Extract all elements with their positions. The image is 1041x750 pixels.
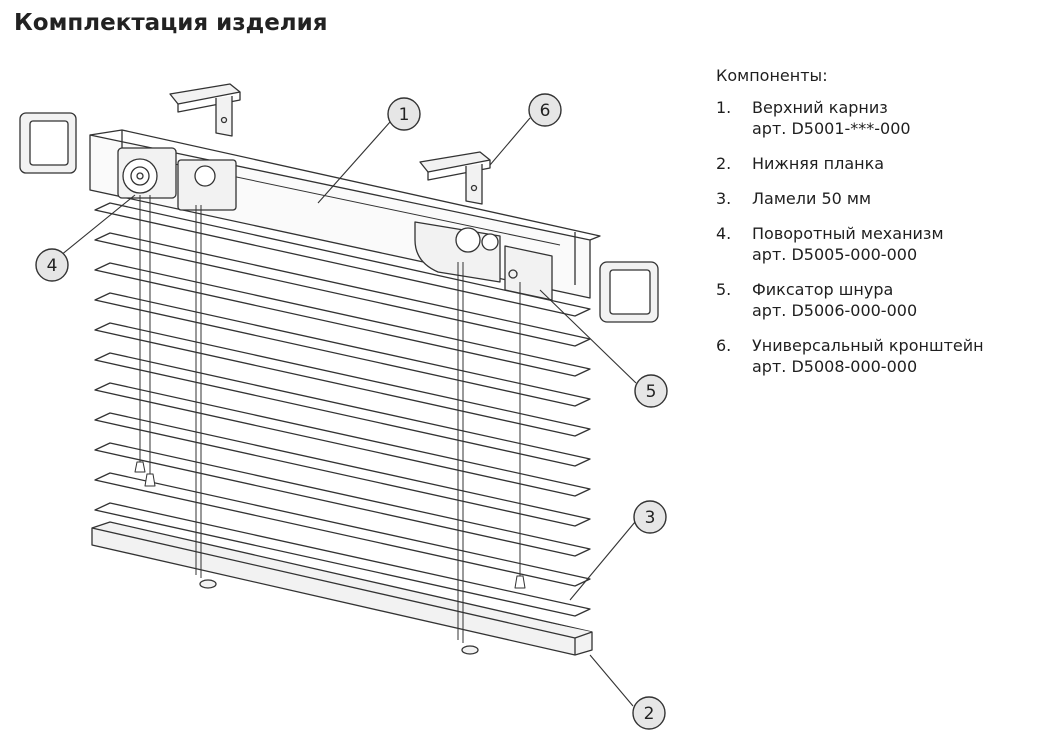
component-item: 1. Верхний карниз арт. D5001-***-000 bbox=[716, 97, 1034, 139]
callout-2: 2 bbox=[632, 696, 666, 730]
component-number: 5. bbox=[716, 280, 732, 299]
left-end-cap bbox=[19, 112, 77, 174]
component-name: Универсальный кронштейн bbox=[752, 336, 984, 355]
component-number: 2. bbox=[716, 154, 732, 173]
component-name: Фиксатор шнура bbox=[752, 280, 894, 299]
svg-text:4: 4 bbox=[47, 256, 58, 276]
lift-cords bbox=[134, 195, 526, 589]
component-art: арт. D5005-000-000 bbox=[752, 245, 918, 264]
blind-diagram: 1 6 4 5 3 2 bbox=[19, 83, 668, 730]
callout-6: 6 bbox=[528, 93, 562, 127]
callout-5: 5 bbox=[634, 374, 668, 408]
svg-text:2: 2 bbox=[644, 704, 655, 724]
slats bbox=[94, 202, 591, 617]
svg-text:1: 1 bbox=[399, 105, 410, 125]
component-name: Поворотный механизм bbox=[752, 224, 944, 243]
component-number: 3. bbox=[716, 189, 732, 208]
callout-4: 4 bbox=[35, 248, 69, 282]
ladder-cords bbox=[195, 205, 464, 643]
tilt-mechanism bbox=[117, 147, 237, 211]
page-title: Комплектация изделия bbox=[14, 10, 328, 36]
component-name: Верхний карниз bbox=[752, 98, 888, 117]
right-mechanism bbox=[414, 221, 501, 283]
component-number: 6. bbox=[716, 336, 732, 355]
component-item: 3. Ламели 50 мм bbox=[716, 188, 1034, 209]
component-name: Ламели 50 мм bbox=[752, 189, 872, 208]
leader-lines bbox=[54, 117, 637, 707]
svg-text:5: 5 bbox=[646, 382, 657, 402]
bracket-right bbox=[419, 151, 491, 205]
callout-3: 3 bbox=[633, 500, 667, 534]
right-end-cap bbox=[599, 261, 659, 323]
bottom-rail bbox=[91, 521, 593, 656]
component-number: 1. bbox=[716, 98, 732, 117]
components-list: 1. Верхний карниз арт. D5001-***-000 2. Н… bbox=[716, 97, 1034, 377]
component-item: 6. Универсальный кронштейн арт. D5008-000… bbox=[716, 335, 1034, 377]
components-heading: Компоненты: bbox=[716, 66, 828, 85]
component-number: 4. bbox=[716, 224, 732, 243]
component-name: Нижняя планка bbox=[752, 154, 885, 173]
component-item: 2. Нижняя планка bbox=[716, 153, 1034, 174]
component-item: 5. Фиксатор шнура арт. D5006-000-000 bbox=[716, 279, 1034, 321]
svg-text:3: 3 bbox=[645, 508, 656, 528]
component-item: 4. Поворотный механизм арт. D5005-000-000 bbox=[716, 223, 1034, 265]
components-panel: Компоненты: 1. Верхний карниз арт. D5001-… bbox=[716, 66, 1034, 391]
svg-text:6: 6 bbox=[540, 101, 551, 121]
bracket-left bbox=[169, 83, 241, 137]
component-art: арт. D5006-000-000 bbox=[752, 301, 918, 320]
component-art: арт. D5008-000-000 bbox=[752, 357, 918, 376]
component-art: арт. D5001-***-000 bbox=[752, 119, 911, 138]
callout-1: 1 bbox=[387, 97, 421, 131]
rail-feet bbox=[199, 579, 479, 655]
